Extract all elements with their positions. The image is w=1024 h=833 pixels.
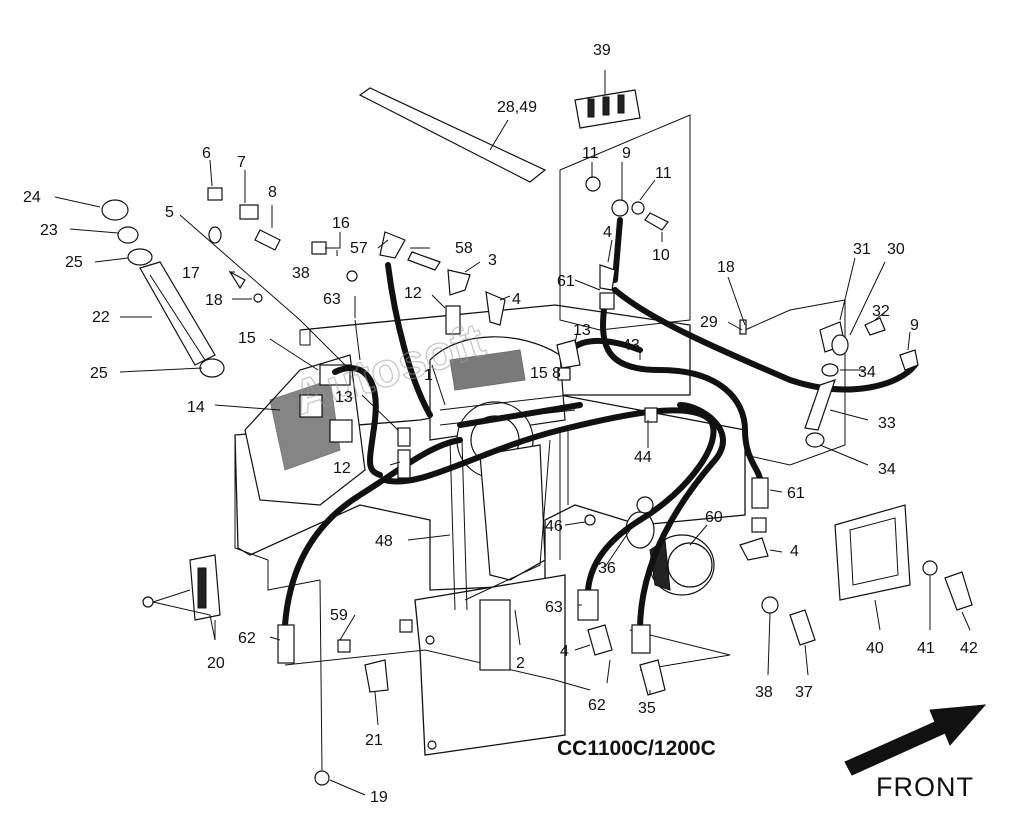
callout-33: 33: [878, 415, 896, 432]
hydraulic-pump-unit: [429, 336, 576, 671]
callout-12-left: 12: [333, 460, 351, 477]
callout-11-right: 11: [655, 165, 672, 182]
callout-12-top: 12: [404, 285, 422, 302]
callout-9-top: 9: [622, 145, 631, 162]
callout-48: 48: [375, 533, 393, 550]
callout-3: 3: [488, 252, 497, 269]
valve-assembly-14: [244, 354, 366, 506]
callout-62-bottom: 62: [588, 697, 606, 714]
cylinder-bracket-plate: [744, 299, 846, 466]
leader-lines: [54, 70, 971, 796]
callout-42: 42: [960, 640, 978, 657]
callout-9-right: 9: [910, 317, 919, 334]
callout-36: 36: [598, 560, 616, 577]
callout-38-top: 38: [292, 265, 310, 282]
callout-25-bottom: 25: [90, 365, 108, 382]
callout-19: 19: [370, 789, 388, 806]
front-arrow-icon: [844, 704, 987, 776]
callout-4-top: 4: [512, 291, 521, 308]
strip-28-49: [358, 87, 547, 183]
callout-13-right: 13: [573, 322, 591, 339]
callout-31: 31: [853, 241, 871, 258]
callout-38-bottom: 38: [755, 684, 773, 701]
callout-6: 6: [202, 145, 211, 162]
callout-35: 35: [638, 700, 656, 717]
callout-25-top: 25: [65, 254, 83, 271]
callout-8-center: 8: [552, 365, 561, 382]
callout-41: 41: [917, 640, 935, 657]
solenoid-60: [625, 511, 715, 596]
callout-21: 21: [365, 732, 383, 749]
callout-15-center: 15: [530, 365, 548, 382]
callout-13-left: 13: [335, 389, 353, 406]
callout-46: 46: [545, 518, 563, 535]
hydraulic-hoses: [282, 217, 918, 633]
callout-43: 43: [622, 337, 640, 354]
callout-63-bottom: 63: [545, 599, 563, 616]
callout-29: 29: [700, 314, 718, 331]
bracket-39: [574, 89, 641, 129]
callout-22: 22: [92, 309, 110, 326]
callout-34-bottom: 34: [878, 461, 896, 478]
callout-58: 58: [455, 240, 473, 257]
callout-5: 5: [165, 204, 174, 221]
callout-30: 30: [887, 241, 905, 258]
callout-17: 17: [182, 265, 200, 282]
callout-2: 2: [516, 655, 525, 672]
bracket-20: [142, 554, 221, 641]
callout-63-top: 63: [323, 291, 341, 308]
callout-4-right: 4: [790, 543, 799, 560]
callout-1: 1: [424, 367, 433, 384]
callout-57: 57: [350, 240, 368, 257]
callout-40: 40: [866, 640, 884, 657]
callout-61-bottom: 61: [787, 485, 805, 502]
callout-24: 24: [23, 189, 41, 206]
callout-44: 44: [634, 449, 652, 466]
callout-8: 8: [268, 184, 277, 201]
steel-tubes: [354, 319, 569, 611]
callout-4-mid: 4: [603, 224, 612, 241]
fittings: [207, 176, 973, 786]
callout-60: 60: [705, 509, 723, 526]
callout-7: 7: [237, 154, 246, 171]
callout-32: 32: [872, 303, 890, 320]
callout-18-right: 18: [717, 259, 735, 276]
callout-37: 37: [795, 684, 813, 701]
lift-cylinder-22: [101, 199, 225, 378]
callout-59: 59: [330, 607, 348, 624]
callout-labels: 39 28,49 6 7 8 24 23 25 5 16 57 58 3 4 1…: [23, 42, 978, 806]
tilt-bracket-39-plate: [559, 114, 691, 331]
callout-10: 10: [652, 247, 670, 264]
callout-28-49: 28,49: [497, 99, 537, 116]
plate-40: [834, 504, 911, 601]
callout-15-left: 15: [238, 330, 256, 347]
callout-4-bottom: 4: [560, 643, 569, 660]
callout-34-top: 34: [858, 364, 876, 381]
callout-20: 20: [207, 655, 225, 672]
callout-18-left: 18: [205, 292, 223, 309]
callout-62-left: 62: [238, 630, 256, 647]
callout-14: 14: [187, 399, 205, 416]
callout-16: 16: [332, 215, 350, 232]
callout-23: 23: [40, 222, 58, 239]
callout-39: 39: [593, 42, 611, 59]
callout-61-top: 61: [557, 273, 575, 290]
callout-11-left: 11: [582, 145, 599, 162]
model-label: CC1100C/1200C: [557, 737, 716, 760]
front-label: FRONT: [876, 772, 974, 802]
